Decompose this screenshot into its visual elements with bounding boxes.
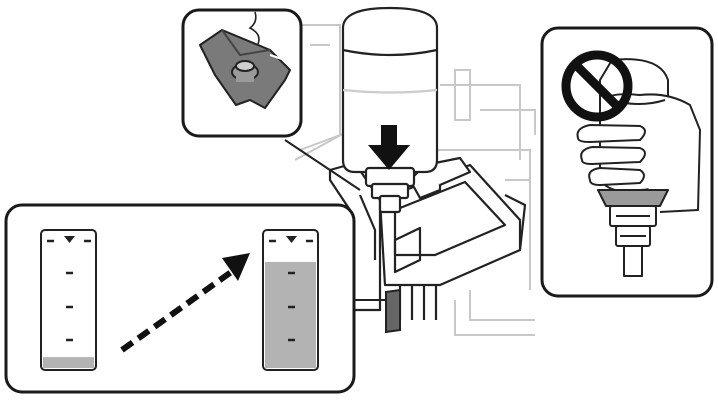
ink-level-inset bbox=[6, 205, 354, 392]
nozzle-detail-inset bbox=[183, 10, 301, 136]
ink-tank-before bbox=[41, 230, 96, 370]
ink-tank-unit bbox=[330, 158, 525, 320]
ink-level-after-fill bbox=[265, 262, 316, 368]
ink-tank-after bbox=[263, 230, 318, 370]
ink-level-before-fill bbox=[43, 357, 94, 368]
no-squeeze-inset bbox=[542, 28, 712, 296]
ink-window-marker bbox=[386, 290, 400, 332]
